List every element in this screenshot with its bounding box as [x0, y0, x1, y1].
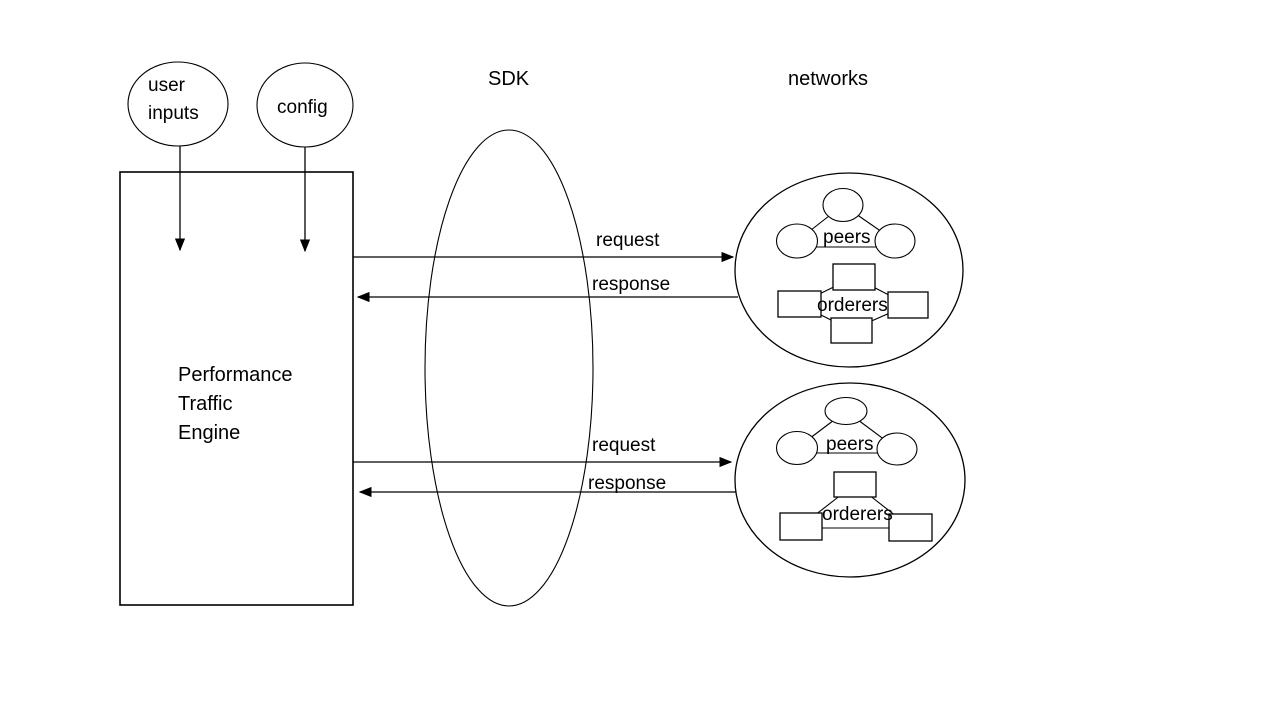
peers-label: peers	[823, 227, 871, 248]
engine-label-line1: Performance	[178, 364, 293, 386]
orderers-label: orderers	[817, 295, 888, 316]
peer-node	[775, 223, 819, 259]
network-2: peers orderers	[734, 382, 966, 578]
user-inputs-label-line2: inputs	[148, 103, 199, 124]
config-ellipse	[256, 62, 354, 148]
peer-node	[822, 187, 864, 223]
orderer-node	[830, 317, 873, 344]
request-label-top: request	[596, 230, 660, 251]
peers-label: peers	[826, 434, 874, 455]
response-label-top: response	[592, 274, 670, 295]
orderer-node	[833, 471, 877, 498]
config-label: config	[277, 97, 328, 118]
sdk-ellipse	[424, 129, 594, 607]
sdk-header-label: SDK	[488, 68, 530, 90]
response-label-bottom: response	[588, 473, 666, 494]
orderer-node	[779, 512, 823, 541]
performance-traffic-engine-box	[119, 171, 354, 606]
orderer-node	[888, 513, 933, 542]
orderer-node	[832, 263, 876, 291]
orderer-node	[777, 290, 822, 318]
user-inputs-ellipse	[127, 61, 229, 147]
peer-node	[824, 396, 868, 426]
user-inputs-label-line1: user	[148, 75, 186, 96]
peer-node	[874, 223, 916, 259]
peer-node	[876, 432, 918, 466]
networks-header-label: networks	[788, 68, 868, 90]
network-1: peers orderers	[734, 172, 964, 368]
peer-node	[775, 430, 819, 466]
orderer-node	[887, 291, 929, 319]
orderers-label: orderers	[822, 504, 893, 525]
engine-label-line3: Engine	[178, 422, 240, 444]
engine-label-line2: Traffic	[178, 393, 232, 415]
request-label-bottom: request	[592, 435, 656, 456]
